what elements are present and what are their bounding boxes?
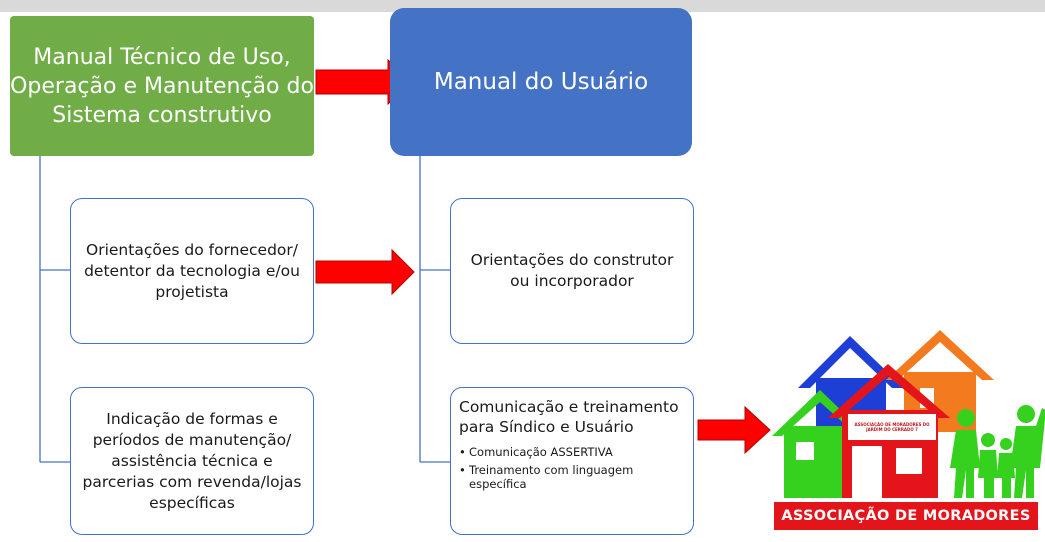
red-house-window [896, 448, 922, 474]
technical-manual-title: Manual Técnico de Uso, Operação e Manute… [10, 44, 314, 128]
communication-bullets: Comunicação ASSERTIVA Treinamento com li… [459, 445, 685, 491]
child-2-body [997, 453, 1015, 498]
child-2-head [1000, 438, 1012, 450]
child-1-head [981, 433, 995, 447]
bullet-item: Comunicação ASSERTIVA [459, 445, 685, 459]
technical-manual-header: Manual Técnico de Uso, Operação e Manute… [10, 16, 314, 156]
parent-1-body [950, 430, 980, 498]
user-manual-header: Manual do Usuário [390, 8, 692, 156]
bullet-item: Treinamento com linguagem específica [459, 463, 685, 491]
blue-house-roof [798, 336, 904, 388]
parent-1-head [957, 409, 975, 427]
supplier-guidelines-text: Orientações do fornecedor/ detentor da t… [84, 240, 300, 301]
maintenance-indication-text: Indicação de formas e períodos de manute… [82, 409, 302, 512]
child-1-body [978, 450, 998, 498]
builder-guidelines-box: Orientações do construtor ou incorporado… [450, 198, 694, 344]
parent-2-body [1010, 408, 1045, 498]
association-banner: ASSOCIAÇÃO DE MORADORES [774, 502, 1038, 530]
arrow-to-logo [697, 405, 771, 455]
top-bar [0, 0, 1045, 12]
red-house-door [852, 446, 882, 498]
residents-association-logo: ASSOCIAÇÃO DE MORADORES DO JARDIM DO CER… [770, 318, 1045, 537]
supplier-guidelines-box: Orientações do fornecedor/ detentor da t… [70, 198, 314, 344]
communication-training-title: Comunicação e treinamento para Síndico e… [459, 398, 679, 436]
builder-guidelines-text: Orientações do construtor ou incorporado… [470, 251, 674, 290]
user-manual-title: Manual do Usuário [433, 69, 649, 95]
association-sign: ASSOCIAÇÃO DE MORADORES DO JARDIM DO CER… [848, 414, 936, 440]
parent-2-head [1017, 405, 1035, 423]
green-house-window [796, 442, 814, 460]
maintenance-indication-box: Indicação de formas e períodos de manute… [70, 387, 314, 535]
arrow-orientations [315, 248, 415, 296]
communication-training-box: Comunicação e treinamento para Síndico e… [450, 387, 694, 535]
